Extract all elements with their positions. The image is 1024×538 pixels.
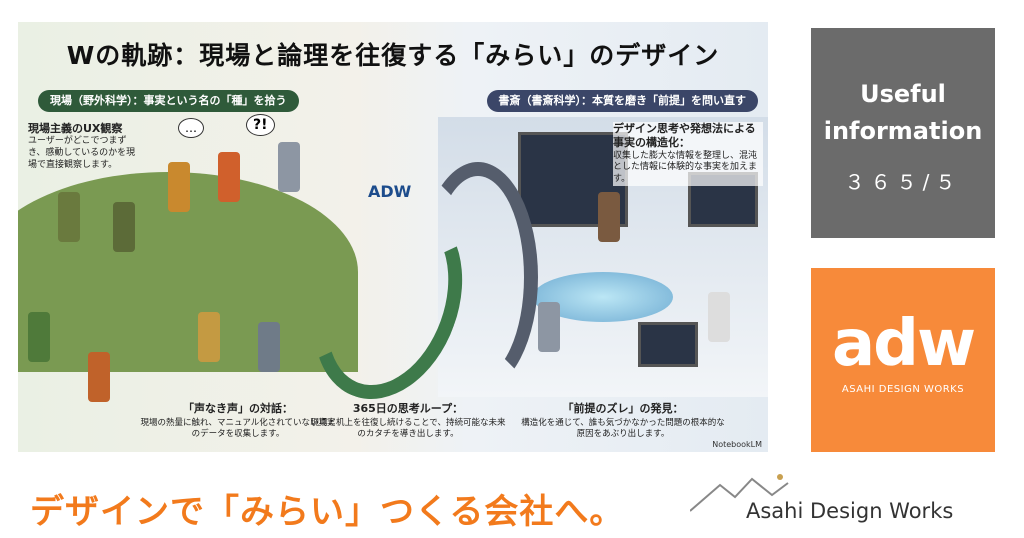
figure [88,352,110,402]
robot-figure [278,142,300,192]
logo-mark: adw [831,307,976,381]
caption-heading: 「声なき声」の対話： [183,402,293,415]
adw-logo-box: adw ASAHI DESIGN WORKS [811,268,995,452]
note-heading: 現場主義のUX観察 [28,122,123,135]
caption-body: 構造化を通じて、誰も気づかなかった問題の根本的な原因をあぶり出します。 [521,418,725,440]
caption-dialogue: 「声なき声」の対話： 現場の熱量に触れ、マニュアル化されていない真実のデータを収… [138,402,338,440]
info-box: Useful information ３６５/５ [811,28,995,238]
caption-premise: 「前提のズレ」の発見： 構造化を通じて、誰も気づかなかった問題の根本的な原因をあ… [518,402,728,440]
caption-loop: 365日の思考ループ： 現場と机上を往復し続けることで、持続可能な未来のカタチを… [308,402,508,440]
figure [218,152,240,202]
speech-bubble: … [178,118,204,138]
figure [598,192,620,242]
note-body: ユーザーがどこでつまずき、感動しているのかを現場で直接観察します。 [28,136,136,170]
desk-monitor [638,322,698,367]
caption-heading: 「前提のズレ」の発見： [562,402,684,415]
note-heading: デザイン思考や発想法による事実の構造化： [613,122,756,150]
brand-name: Asahi Design Works [746,499,954,523]
credit-label: NotebookLM [712,440,762,449]
figure [113,202,135,252]
info-title: Useful information [823,80,983,145]
illustration-title: Wの軌跡：現場と論理を往復する「みらい」のデザイン [66,41,720,70]
study-science-banner: 書斎（書斎科学）：本質を磨き「前提」を問い直す [486,90,758,112]
figure [58,192,80,242]
note-body: 収集した膨大な情報を整理し、混沌とした情報に体験的な事実を加えます。 [613,150,758,184]
adw-logo-mark: ADW [368,182,412,201]
mountain-icon [690,474,789,512]
figure [168,162,190,212]
field-science-banner: 現場（野外科学）：事実という名の「種」を拾う [38,90,299,112]
robot-figure [258,322,280,372]
speech-bubble: ?! [246,114,275,136]
series-counter: ３６５/５ [844,170,962,194]
figure [28,312,50,362]
tagline: デザインで「みらい」つくる会社へ。 [30,492,625,532]
logo-name: ASAHI DESIGN WORKS [841,384,965,395]
right-note: デザイン思考や発想法による事実の構造化： 収集した膨大な情報を整理し、混沌とした… [613,122,763,186]
gray-path [418,162,538,392]
brand-logo: Asahi Design Works [690,465,980,525]
caption-heading: 365日の思考ループ： [352,402,464,415]
caption-body: 現場の熱量に触れ、マニュアル化されていない真実のデータを収集します。 [140,418,336,440]
figure [708,292,730,342]
figure [198,312,220,362]
infographic-illustration: … ?! ADW Wの軌跡：現場と論理を往復する「みらい」のデザイン 現場（野外… [18,22,768,452]
robot-figure [538,302,560,352]
left-note: 現場主義のUX観察 ユーザーがどこでつまずき、感動しているのかを現場で直接観察し… [28,122,138,171]
caption-body: 現場と机上を往復し続けることで、持続可能な未来のカタチを導き出します。 [310,418,506,440]
